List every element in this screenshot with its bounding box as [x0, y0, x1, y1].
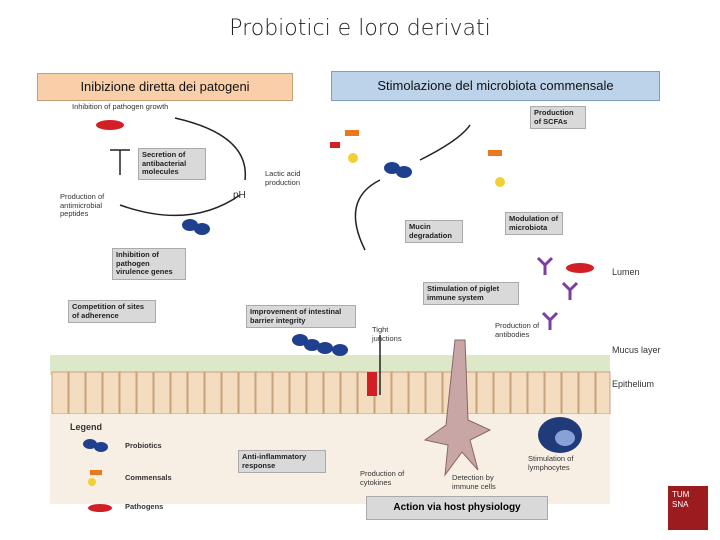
label-inhibition-growth: Inhibition of pathogen growth [72, 102, 169, 111]
action-host-physiology: Action via host physiology [366, 496, 548, 520]
probiotic-legend-icon [83, 439, 108, 452]
box-modulation: Modulation of microbiota [505, 212, 563, 235]
label-epithelium: Epithelium [612, 379, 655, 389]
slide-title: Probiotici e loro derivati [229, 16, 491, 41]
box-mucin: Mucin degradation [405, 220, 463, 243]
box-virulence: Inhibition of pathogen virulence genes [112, 248, 186, 280]
box-barrier: Improvement of intestinal barrier integr… [246, 305, 356, 328]
antibodies [536, 256, 579, 330]
label-lactic-acid: Lactic acid production [265, 169, 301, 187]
dendritic-cell [423, 339, 492, 477]
box-piglet: Stimulation of piglet immune system [423, 282, 519, 305]
logo-fragment: TUM SNA [668, 486, 708, 530]
label-cytokines: Production of cytokines [360, 469, 405, 487]
probiotic-chain-barrier [292, 334, 348, 356]
box-scfa: Production of SCFAs [530, 106, 586, 129]
box-anti-inflammatory: Anti-inflammatory response [238, 450, 326, 473]
label-lymphocytes: Stimulation of lymphocytes [528, 454, 574, 472]
label-antimicrobial: Production of antimicrobial peptides [60, 192, 105, 218]
arrows [110, 117, 471, 395]
legend-title: Legend [70, 422, 103, 432]
epithelium-cells [51, 371, 611, 415]
box-secretion: Secretion of antibacterial molecules [138, 148, 206, 180]
label-mucus-layer: Mucus layer [612, 345, 661, 355]
header-direct-inhibition: Inibizione diretta dei patogeni [37, 73, 293, 101]
box-competition: Competition of sites of adherence [68, 300, 156, 323]
mucus-layer [50, 355, 610, 375]
legend-pathogens: Pathogens [125, 502, 164, 511]
label-antibodies: Production of antibodies [495, 321, 540, 339]
header-commensal-stimulation: Stimolazione del microbiota commensale [331, 71, 660, 101]
legend-commensals: Commensals [125, 473, 172, 482]
commensal-icons [88, 130, 505, 486]
probiotic-chain-left [182, 219, 210, 235]
tight-junction [367, 372, 377, 396]
lamina-propria [50, 414, 610, 504]
label-tight-junctions: Tight junctions [372, 325, 402, 343]
label-lumen: Lumen [612, 267, 640, 277]
label-ph: pH [233, 190, 246, 201]
probiotic-chain-top [384, 162, 412, 178]
legend-probiotics: Probiotics [125, 441, 162, 450]
label-detection: Detection by immune cells [452, 473, 496, 491]
